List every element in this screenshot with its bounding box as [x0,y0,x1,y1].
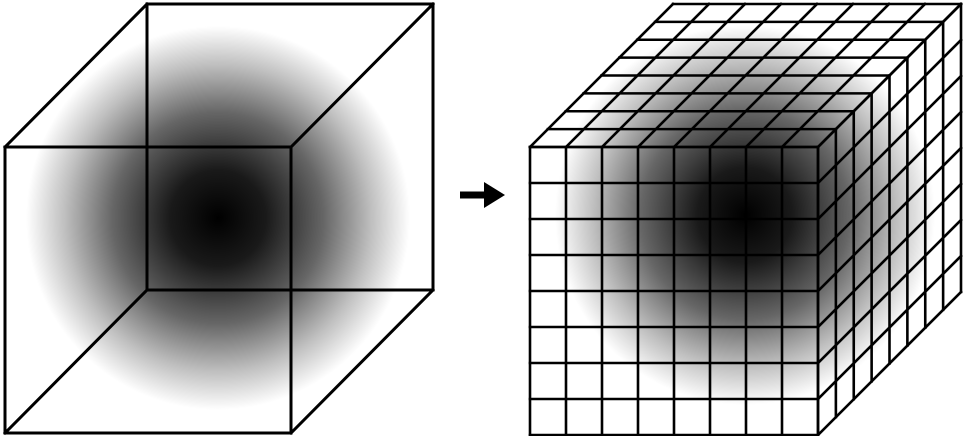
side-depth-line [816,182,963,329]
top-depth-line [744,2,891,149]
top-depth-line [672,2,819,149]
top-depth-line [636,2,783,149]
side-depth-line [816,218,963,365]
top-depth-line [708,2,855,149]
cube-edge [2,287,150,436]
cube-edge [288,1,436,150]
original-cube [2,1,436,436]
top-depth-line [780,2,927,149]
top-depth-line [564,2,711,149]
cube-wireframe [2,1,436,436]
cube-edge [2,1,150,150]
side-depth-line [816,74,963,221]
side-depth-line [816,146,963,293]
cube-edge [288,287,436,436]
top-depth-line [528,2,675,149]
side-depth-line [816,110,963,257]
side-depth-line [816,38,963,185]
top-depth-line [816,2,963,149]
top-depth-line [600,2,747,149]
side-depth-line [816,290,963,436]
voxel-grid [528,2,963,436]
arrow-right-icon [460,182,505,208]
side-depth-line [816,254,963,401]
voxelized-cube [528,2,963,436]
